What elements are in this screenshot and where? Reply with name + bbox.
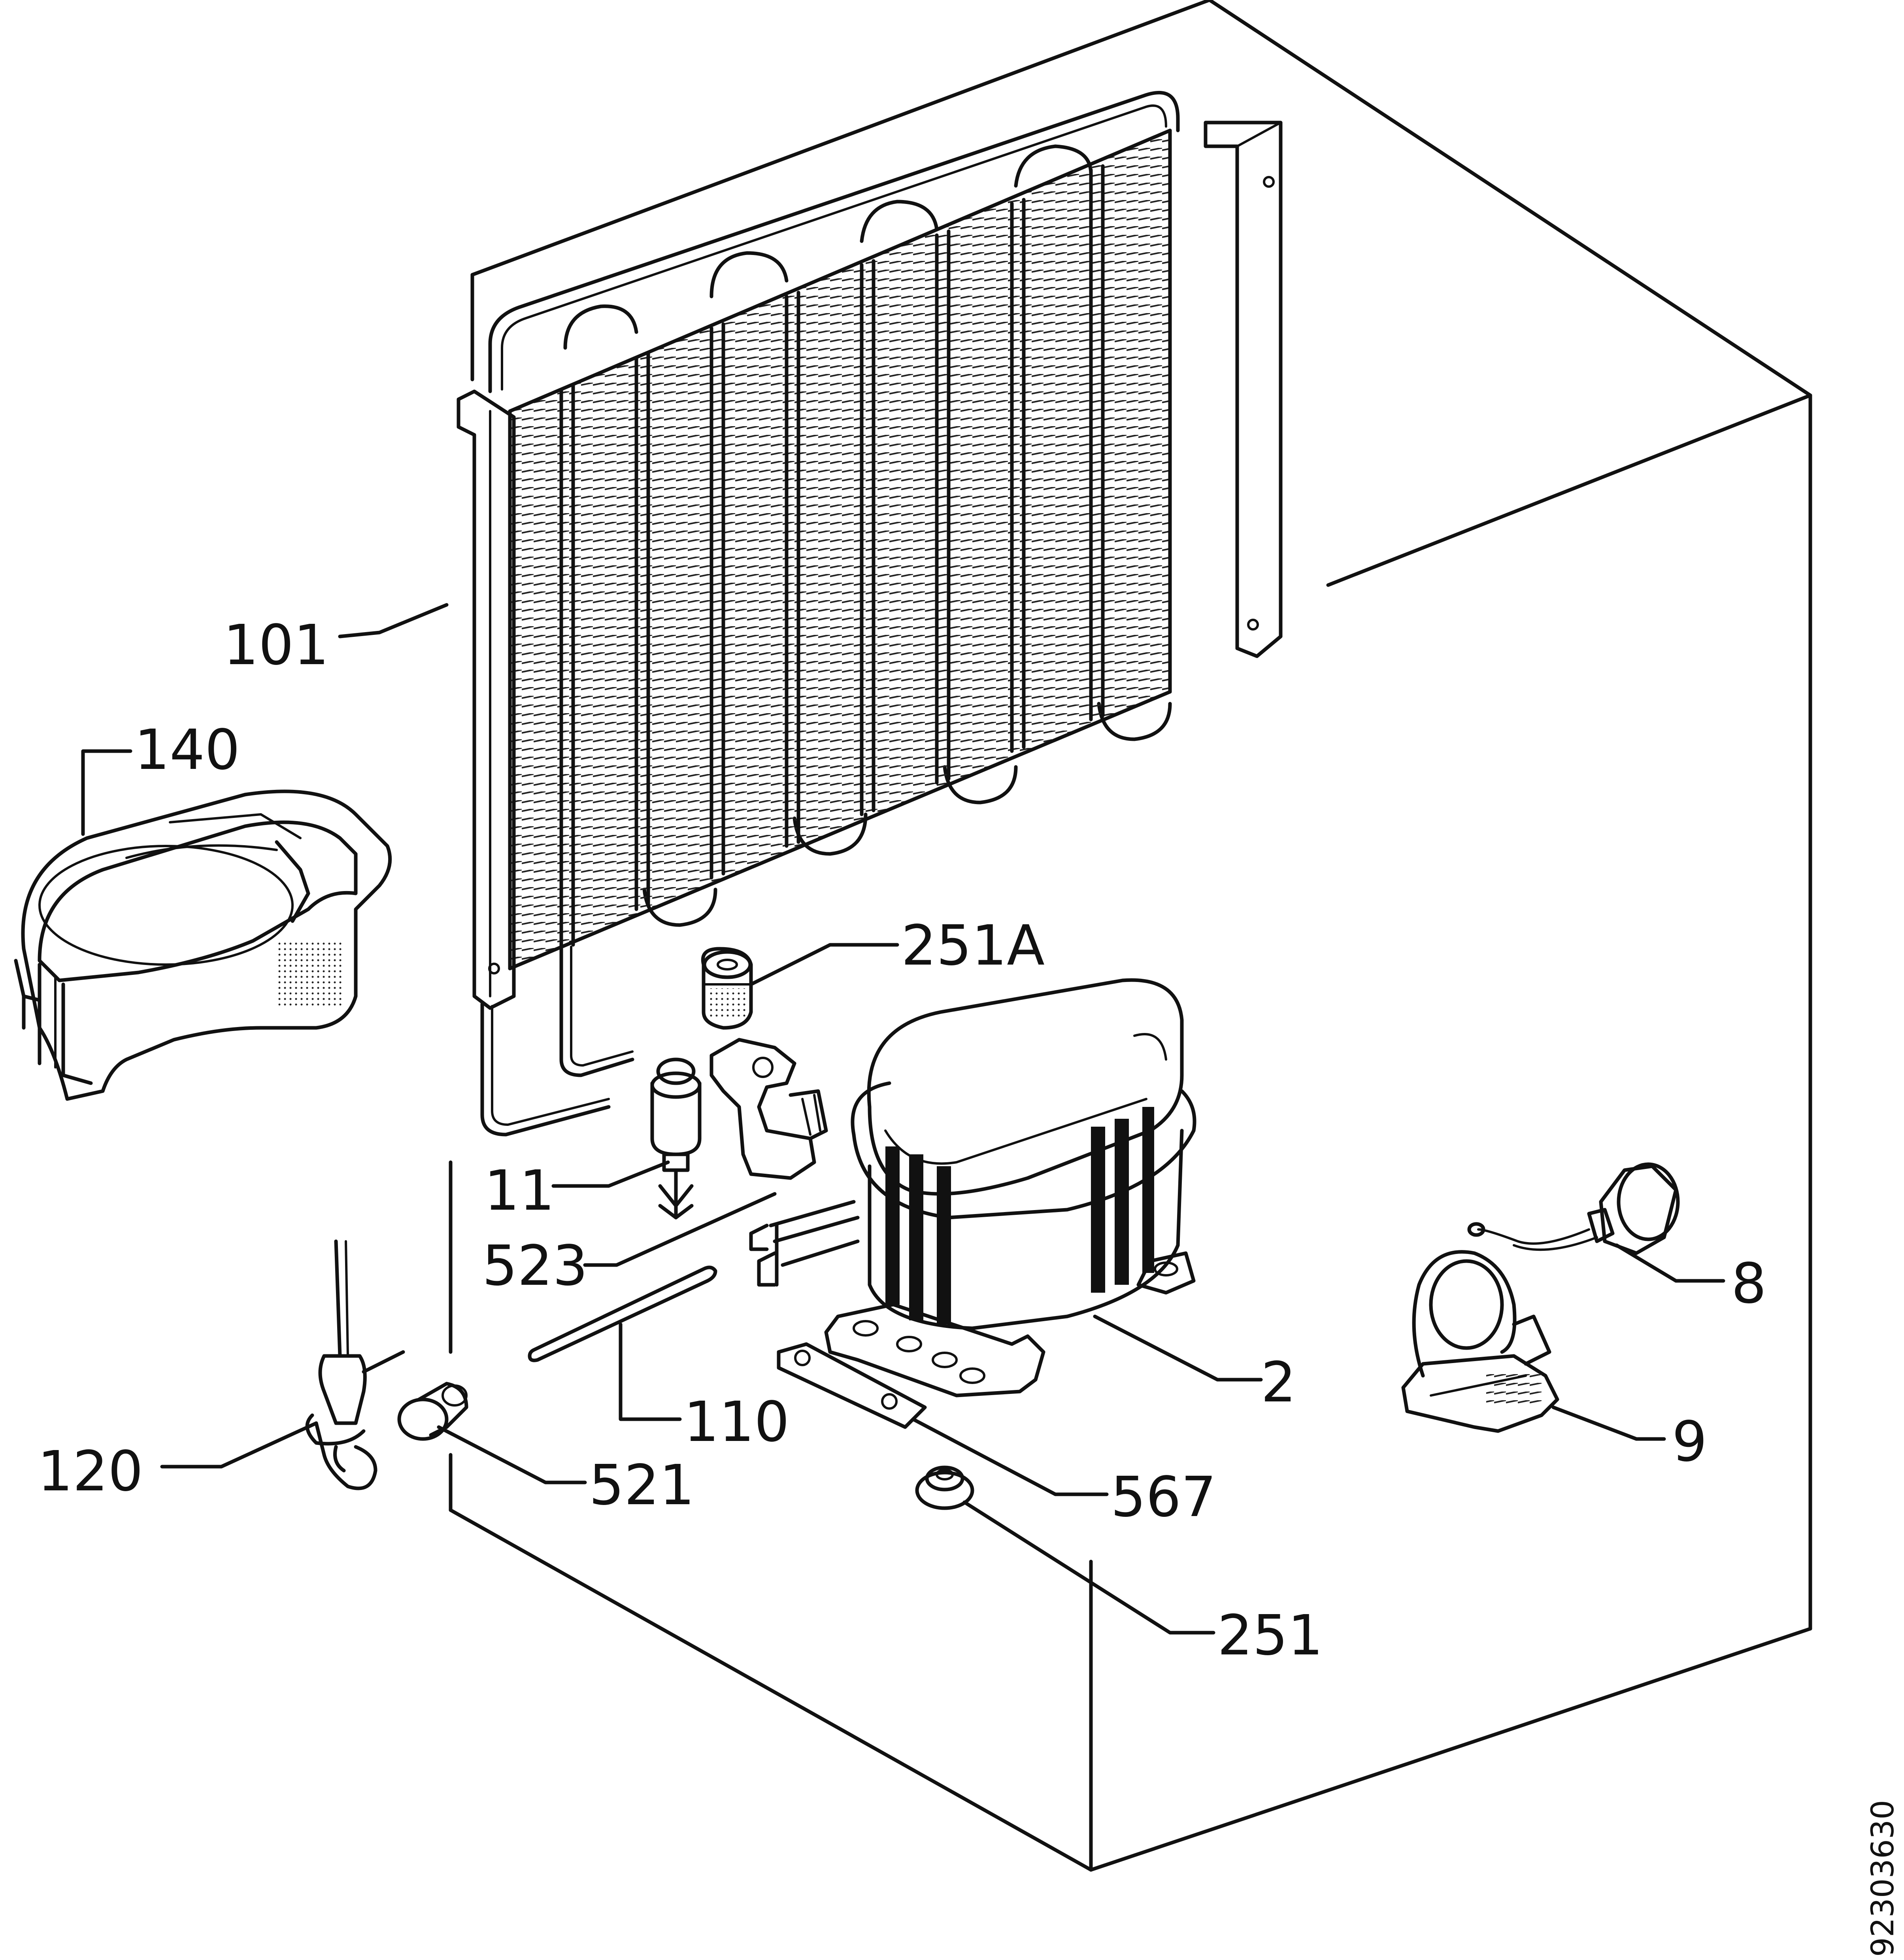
drip-tray: [14, 789, 392, 1101]
label-521: 521: [589, 1453, 694, 1518]
leader-521: [437, 1425, 587, 1484]
leader-2: [1093, 1314, 1263, 1382]
pipe-110: [528, 1265, 717, 1362]
grommet-251: [915, 1465, 974, 1510]
plate-567: [777, 1342, 927, 1429]
label-2: 2: [1261, 1350, 1296, 1415]
leader-523: [583, 1192, 777, 1267]
grommet-251a: [701, 947, 753, 1030]
leader-lines: [81, 603, 1725, 1635]
label-11: 11: [484, 1159, 555, 1223]
leader-251a: [749, 943, 899, 986]
leader-120: [160, 1421, 318, 1469]
leader-8: [1615, 1243, 1725, 1283]
thermal-protector-8: [1467, 1162, 1680, 1255]
label-8: 8: [1731, 1252, 1766, 1316]
label-9: 9: [1672, 1410, 1707, 1474]
relay-11: [650, 1057, 702, 1220]
label-251: 251: [1217, 1603, 1323, 1668]
callouts: 101 140 251A 11 523 8 2 110 9 120 521 56…: [38, 613, 1766, 1668]
relay-bracket: [710, 1038, 828, 1180]
label-140: 140: [134, 718, 240, 782]
leader-101: [338, 603, 449, 638]
compressor: [749, 978, 1196, 1397]
cabinet-outline: [449, 0, 1812, 1872]
label-101: 101: [223, 613, 329, 678]
leader-140: [81, 749, 132, 836]
leader-11: [551, 1160, 670, 1188]
label-110: 110: [684, 1390, 789, 1454]
leader-110: [619, 1322, 682, 1421]
filter-120: [305, 1239, 405, 1490]
condenser: [457, 91, 1283, 1137]
leader-567: [911, 1417, 1109, 1496]
leader-9: [1551, 1405, 1666, 1441]
label-567: 567: [1111, 1465, 1216, 1529]
leader-251: [962, 1500, 1215, 1635]
relay-9: [1401, 1250, 1559, 1433]
label-523: 523: [482, 1234, 588, 1298]
plug-521: [397, 1382, 468, 1441]
label-251a: 251A: [901, 914, 1045, 978]
document-number: 92303630: [1865, 1800, 1901, 1957]
label-120: 120: [38, 1439, 143, 1504]
